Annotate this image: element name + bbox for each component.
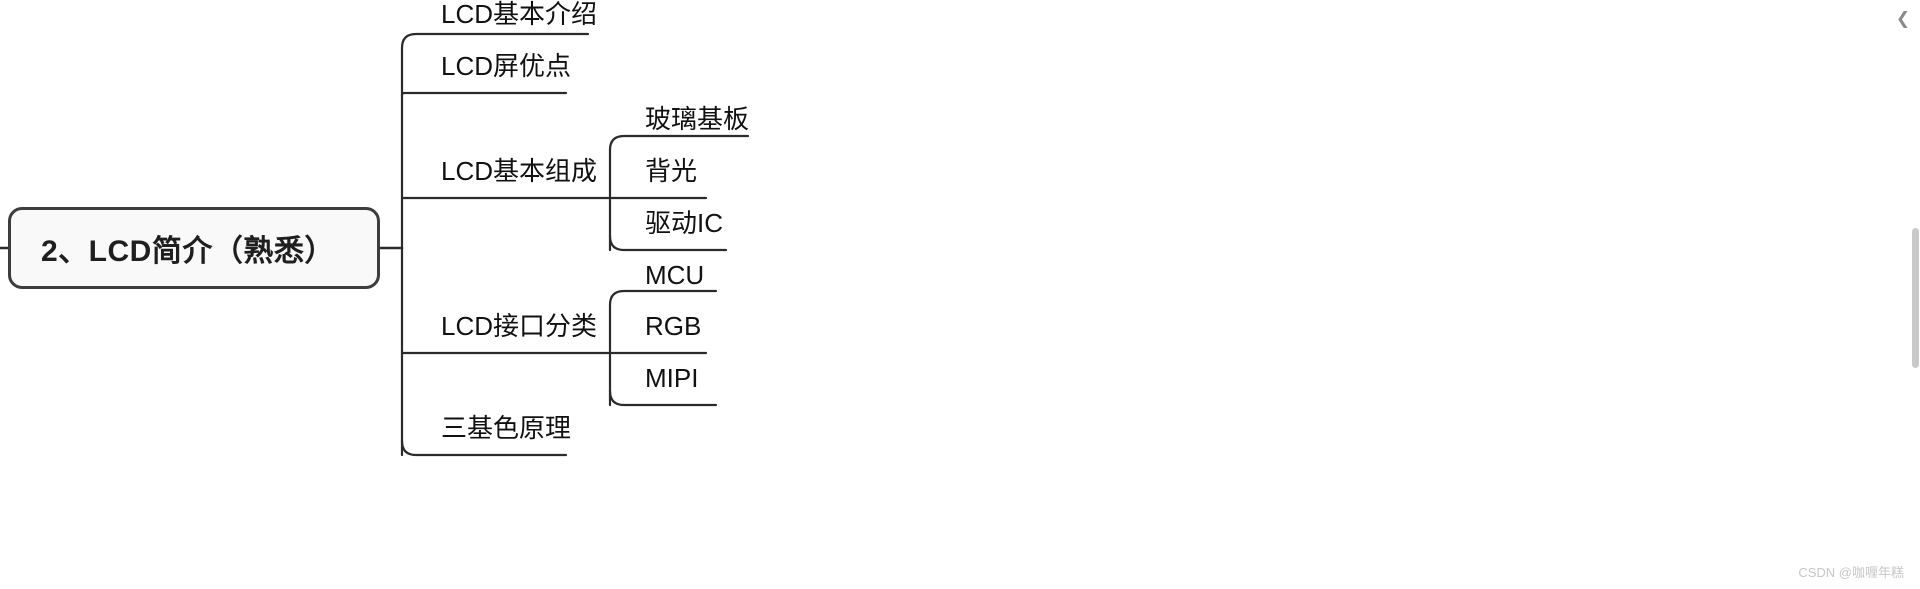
topic-backlight[interactable]: 背光	[645, 156, 698, 186]
topic-driver-ic[interactable]: 驱动IC	[645, 208, 724, 238]
topic-three-primary-colors[interactable]: 三基色原理	[441, 413, 572, 443]
topic-mipi[interactable]: MIPI	[645, 363, 699, 393]
root-node[interactable]: 2、LCD简介（熟悉）	[8, 207, 380, 289]
topic-lcd-basic-intro[interactable]: LCD基本介绍	[441, 0, 598, 29]
topic-lcd-composition[interactable]: LCD基本组成	[441, 156, 598, 186]
root-node-label: 2、LCD简介（熟悉）	[41, 235, 335, 268]
csdn-watermark: CSDN @咖喱年糕	[1798, 565, 1904, 580]
topic-lcd-advantages[interactable]: LCD屏优点	[441, 51, 572, 81]
vertical-scrollbar[interactable]	[1911, 0, 1920, 589]
topic-glass-substrate[interactable]: 玻璃基板	[645, 104, 750, 134]
chevron-left-icon[interactable]: ❮	[1895, 9, 1911, 28]
scrollbar-thumb[interactable]	[1912, 228, 1919, 368]
topic-rgb[interactable]: RGB	[645, 311, 702, 341]
topic-mcu[interactable]: MCU	[645, 260, 705, 290]
topic-lcd-interface-types[interactable]: LCD接口分类	[441, 311, 598, 341]
